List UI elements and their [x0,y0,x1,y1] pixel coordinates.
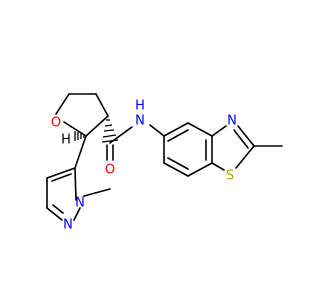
atom-n-amide: N [135,114,145,129]
bond-pz-c5-n1 [74,167,77,201]
atom-o-carbonyl: O [105,163,115,178]
bond-bz-4 [187,162,213,177]
atom-n-pyrazole-1: N [75,196,85,211]
atom-h-stereo: H [61,133,71,148]
atom-n-pyrazole-2: N [63,218,73,233]
stereo-hash-bond-h [74,131,85,141]
bond-carbonyl-c-n [109,126,133,144]
bond-tz-s-c [211,162,225,171]
bond-thf-c3-c2 [85,115,109,137]
bond-bz-1 [163,122,189,137]
atom-n-thiazole: N [227,114,237,129]
atom-labels: O H N H O N S N N [51,99,237,233]
atom-o-ring: O [51,116,61,131]
bond-n-aryl [149,124,165,137]
atom-h-amide: H [135,99,145,114]
bond-tz-n-c2-a [237,125,255,147]
bonds [46,93,283,221]
bond-thf-o-c5 [55,93,70,115]
bond-bz-5 [163,162,189,177]
molecule-structure: O H N H O N S N N [46,93,283,233]
bond-pz-c5-c4 [46,167,76,179]
bond-pz-c3-n2 [46,207,63,221]
bond-tz-c2-s [235,145,255,169]
stereo-hash-bond-amide [101,119,119,143]
bond-pz-c3-n2-inner [52,204,64,214]
bond-bz-5-inner [167,157,189,170]
bond-pz-n1-methyl [83,188,111,197]
bond-pz-c5-c4-inner [51,173,72,182]
bond-bz-2 [187,122,213,137]
bond-c2-pz [74,135,87,169]
bond-pz-n2-n1 [73,207,81,221]
bond-tz-n-c2-b [233,129,249,149]
bond-bz-1-inner [167,129,189,142]
atom-s-thiazole: S [226,169,234,184]
bond-thf-c2-o [63,121,87,137]
bond-thf-c4-c3 [95,93,109,117]
bond-tz-c-n [211,125,227,137]
